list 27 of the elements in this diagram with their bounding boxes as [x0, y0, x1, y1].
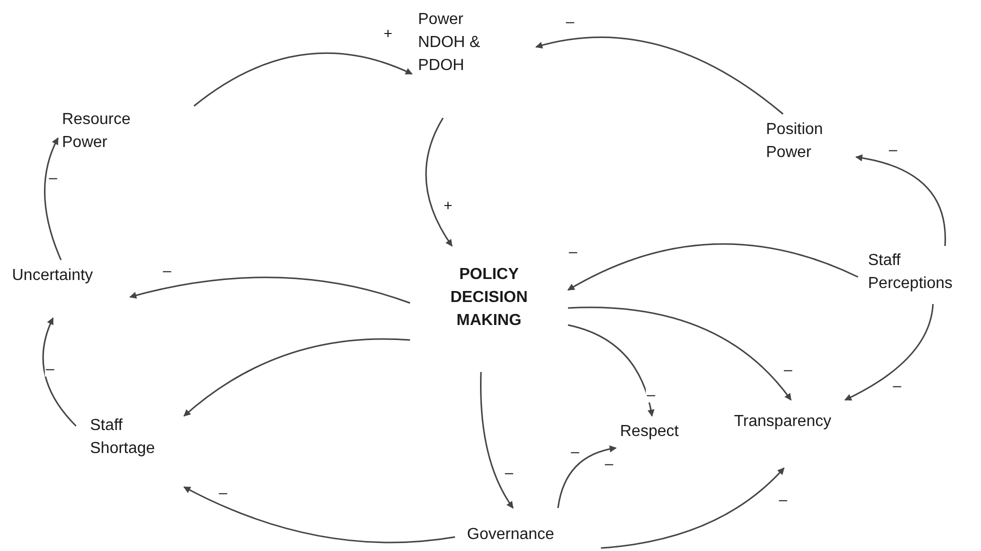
edge-label: – [646, 388, 656, 402]
node-label: Respect [620, 422, 679, 442]
arrow [568, 324, 654, 417]
arrow [194, 52, 413, 107]
node-label: Power NDOH & PDOH [418, 10, 482, 76]
arrow [855, 154, 946, 246]
arrow [568, 306, 792, 401]
arrow [844, 304, 934, 401]
node-label: Governance [467, 525, 554, 545]
arrow [535, 36, 784, 115]
node-label: POLICY DECISION MAKING [449, 265, 529, 332]
node-label: Position Power [766, 120, 824, 164]
arrow [557, 446, 617, 508]
node-label: Transparency [734, 412, 832, 432]
arrow [600, 467, 785, 549]
node-label: Staff Shortage [90, 416, 156, 460]
node-label: Staff Perceptions [868, 251, 954, 294]
node-label: Resource Power [62, 110, 132, 154]
node-label: Uncertainty [12, 266, 93, 286]
arrow [480, 372, 514, 509]
arrow [183, 486, 456, 544]
arrow [44, 137, 62, 260]
arrow [129, 276, 410, 304]
arrow [425, 118, 453, 247]
arrow [42, 317, 77, 427]
arrow [183, 338, 410, 417]
arrow [567, 244, 858, 291]
